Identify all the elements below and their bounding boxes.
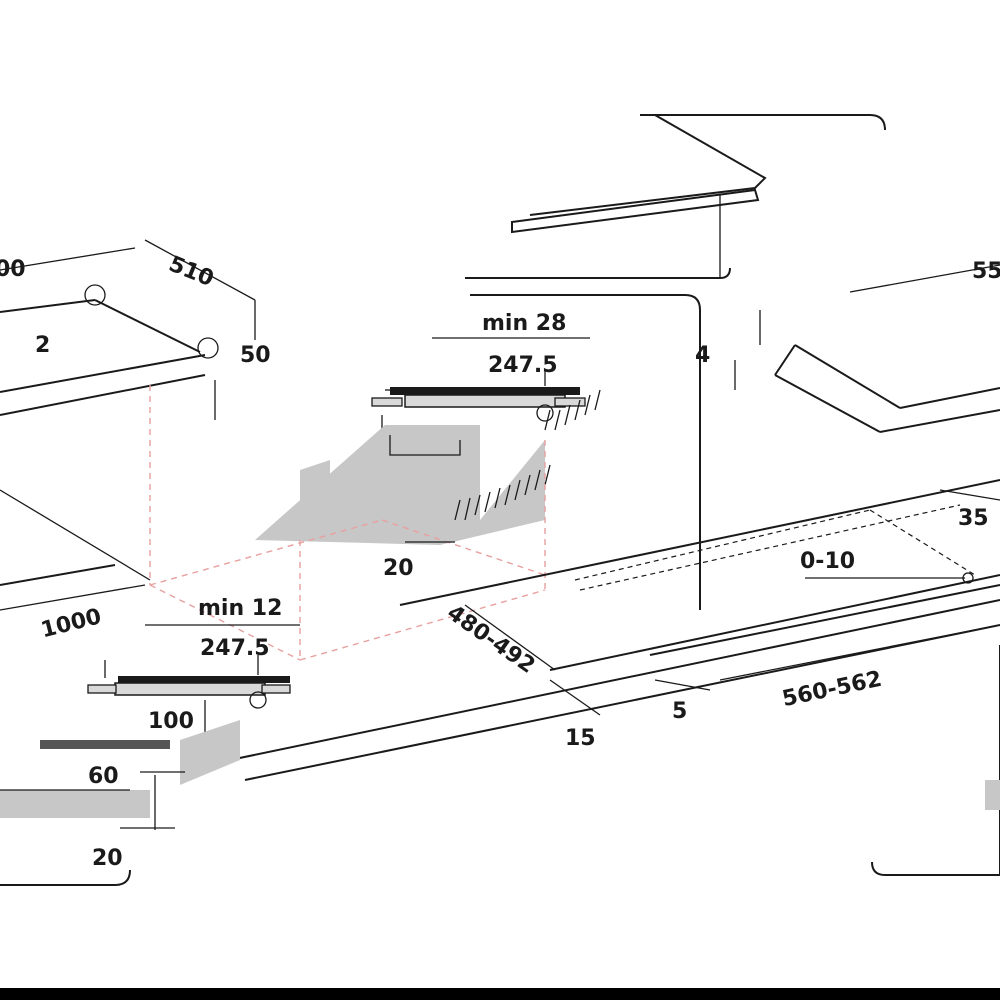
label-0-10: 0-10 — [800, 549, 855, 574]
right-bottom-side — [774, 374, 881, 433]
label-min-12: min 12 — [198, 596, 282, 621]
label-480-492: 480-492 — [442, 600, 539, 678]
detail-circle-b — [197, 337, 219, 359]
label-100: 100 — [148, 709, 194, 734]
label-560-562: 560-562 — [780, 667, 884, 712]
right-top-side — [794, 344, 901, 409]
detail-circle-top — [536, 404, 554, 422]
worktop-right — [229, 264, 1000, 781]
cabinet-base-long — [244, 624, 1000, 781]
bracket-right-bottom — [261, 684, 291, 694]
bracket-right-top — [554, 397, 586, 407]
inset-top-frame — [640, 114, 886, 131]
right-top-front — [899, 387, 1000, 409]
dim-line-55 — [849, 264, 1000, 293]
label-60: 60 — [88, 764, 119, 789]
label-right-cut: 55 — [972, 259, 1000, 284]
label-depth-510: 510 — [165, 252, 217, 292]
inset-bottom-left — [0, 624, 300, 886]
label-20-bottom: 20 — [92, 846, 123, 871]
label-min-28: min 28 — [482, 311, 566, 336]
cabinet-handle — [389, 435, 461, 456]
cabinet-lip — [649, 584, 1000, 656]
label-20-mid: 20 — [383, 556, 414, 581]
label-5: 5 — [672, 699, 687, 724]
label-width-1000: 1000 — [39, 604, 104, 643]
hob-body-bottom — [114, 682, 266, 696]
cabinet-front-long — [549, 574, 1000, 671]
worktop-side-edge — [94, 299, 201, 353]
inset-bottom-right — [871, 645, 1000, 876]
cabinet-top-edge-left — [0, 564, 116, 586]
detail-circle-bottom — [249, 691, 267, 709]
right-edge-join — [774, 344, 796, 376]
dim-line-00 — [0, 247, 136, 271]
dim-line-5 — [654, 679, 711, 691]
cabinet-shelf — [40, 740, 170, 749]
worktop-left — [0, 239, 256, 611]
right-bottom-front — [879, 409, 1000, 433]
worktop-lower-edge — [0, 489, 151, 581]
bracket-left-top — [371, 397, 403, 407]
label-top-2: 2 — [35, 333, 50, 358]
label-top-50: 50 — [240, 343, 271, 368]
hob-edge-profile — [529, 114, 767, 216]
dim-line-35 — [939, 489, 1000, 501]
label-247-5-top: 247.5 — [488, 353, 558, 378]
cabinet-grey-side — [180, 720, 240, 785]
detail-circle-right — [962, 572, 974, 584]
worktop-back-edge — [0, 299, 96, 313]
inset-top-frame-bottom — [465, 267, 731, 279]
cabinet-body-grey — [255, 425, 545, 545]
vent-slats — [454, 389, 601, 521]
inset-bottom-right-grey — [985, 780, 1000, 810]
inset-top-right — [465, 114, 886, 279]
inset-bottom-left-frame — [0, 869, 131, 886]
worktop-bar-bottom — [118, 676, 290, 683]
bracket-left-bottom — [87, 684, 117, 694]
hob-body-top — [404, 394, 566, 408]
cutout-dash-back — [574, 509, 871, 581]
hob-edge-lip — [511, 188, 760, 234]
cabinet-grey-bottom — [0, 790, 150, 818]
detail-circle-a — [84, 284, 106, 306]
worktop-front-edge — [0, 354, 206, 393]
dim-line-510 — [144, 239, 256, 301]
label-top-left-cut: 00 — [0, 257, 26, 282]
inset-center-frame — [470, 294, 701, 610]
dim-line-480 — [464, 604, 556, 671]
dim-line-1000 — [0, 584, 146, 611]
cabinet-top-long — [399, 479, 1000, 606]
cutout-dash-back-2 — [579, 504, 961, 591]
guide-lines — [149, 385, 546, 661]
worktop-bar-top — [390, 387, 580, 395]
bottom-band — [0, 988, 1000, 1000]
label-247-5-bottom: 247.5 — [200, 636, 270, 661]
cabinet-bottom-long — [229, 599, 1000, 761]
cabinet-side-grey — [300, 460, 330, 540]
label-15: 15 — [565, 726, 596, 751]
label-4: 4 — [695, 343, 710, 368]
label-35: 35 — [958, 506, 989, 531]
worktop-thickness — [0, 374, 206, 416]
